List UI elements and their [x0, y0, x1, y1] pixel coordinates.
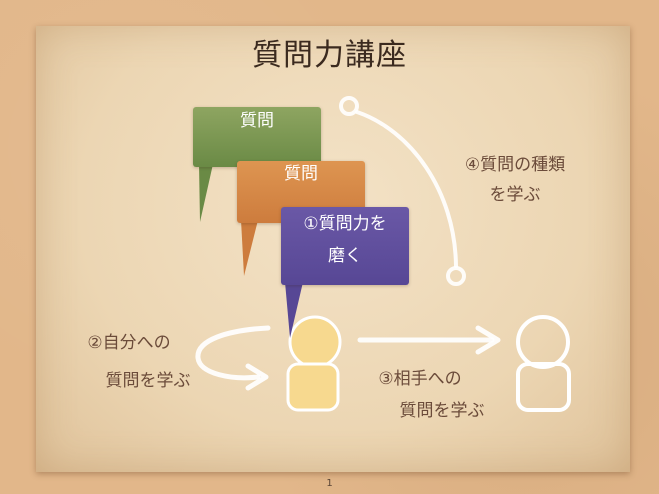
label-item4-line1: ④質問の種類: [464, 155, 566, 175]
self-person-body: [286, 362, 340, 412]
self-loop-arrow: [195, 325, 271, 381]
label-item2-line2: 質問を学ぶ: [105, 371, 191, 391]
orange-bubble-tail: [241, 220, 258, 276]
other-person-head: [516, 315, 570, 369]
other-person-body: [516, 362, 571, 412]
curved-arc-path: [355, 110, 458, 268]
arc-start-circle: [339, 96, 359, 116]
label-item4-line2: を学ぶ: [489, 185, 541, 205]
question-bubble-purple: ①質問力を 磨く: [281, 207, 409, 285]
bubble-purple-line2: 磨く: [328, 246, 362, 266]
bubble-orange-text: 質問: [284, 164, 318, 184]
bubble-green-text: 質問: [240, 111, 274, 131]
arc-end-circle: [446, 266, 466, 286]
self-person-head: [288, 315, 342, 369]
forward-arrowhead: [475, 325, 501, 355]
page-number: 1: [326, 478, 333, 489]
slide-title: 質問力講座: [252, 38, 407, 73]
label-item3-line2: 質問を学ぶ: [399, 401, 485, 421]
question-bubble-green: 質問: [193, 107, 321, 167]
self-loop-arrowhead: [245, 363, 269, 391]
green-bubble-tail: [199, 164, 213, 222]
purple-bubble-tail: [285, 282, 303, 338]
label-item3-line1: ③相手への: [378, 369, 462, 389]
label-item2-line1: ②自分への: [87, 333, 171, 353]
bubble-purple-line1: ①質問力を: [303, 214, 387, 234]
